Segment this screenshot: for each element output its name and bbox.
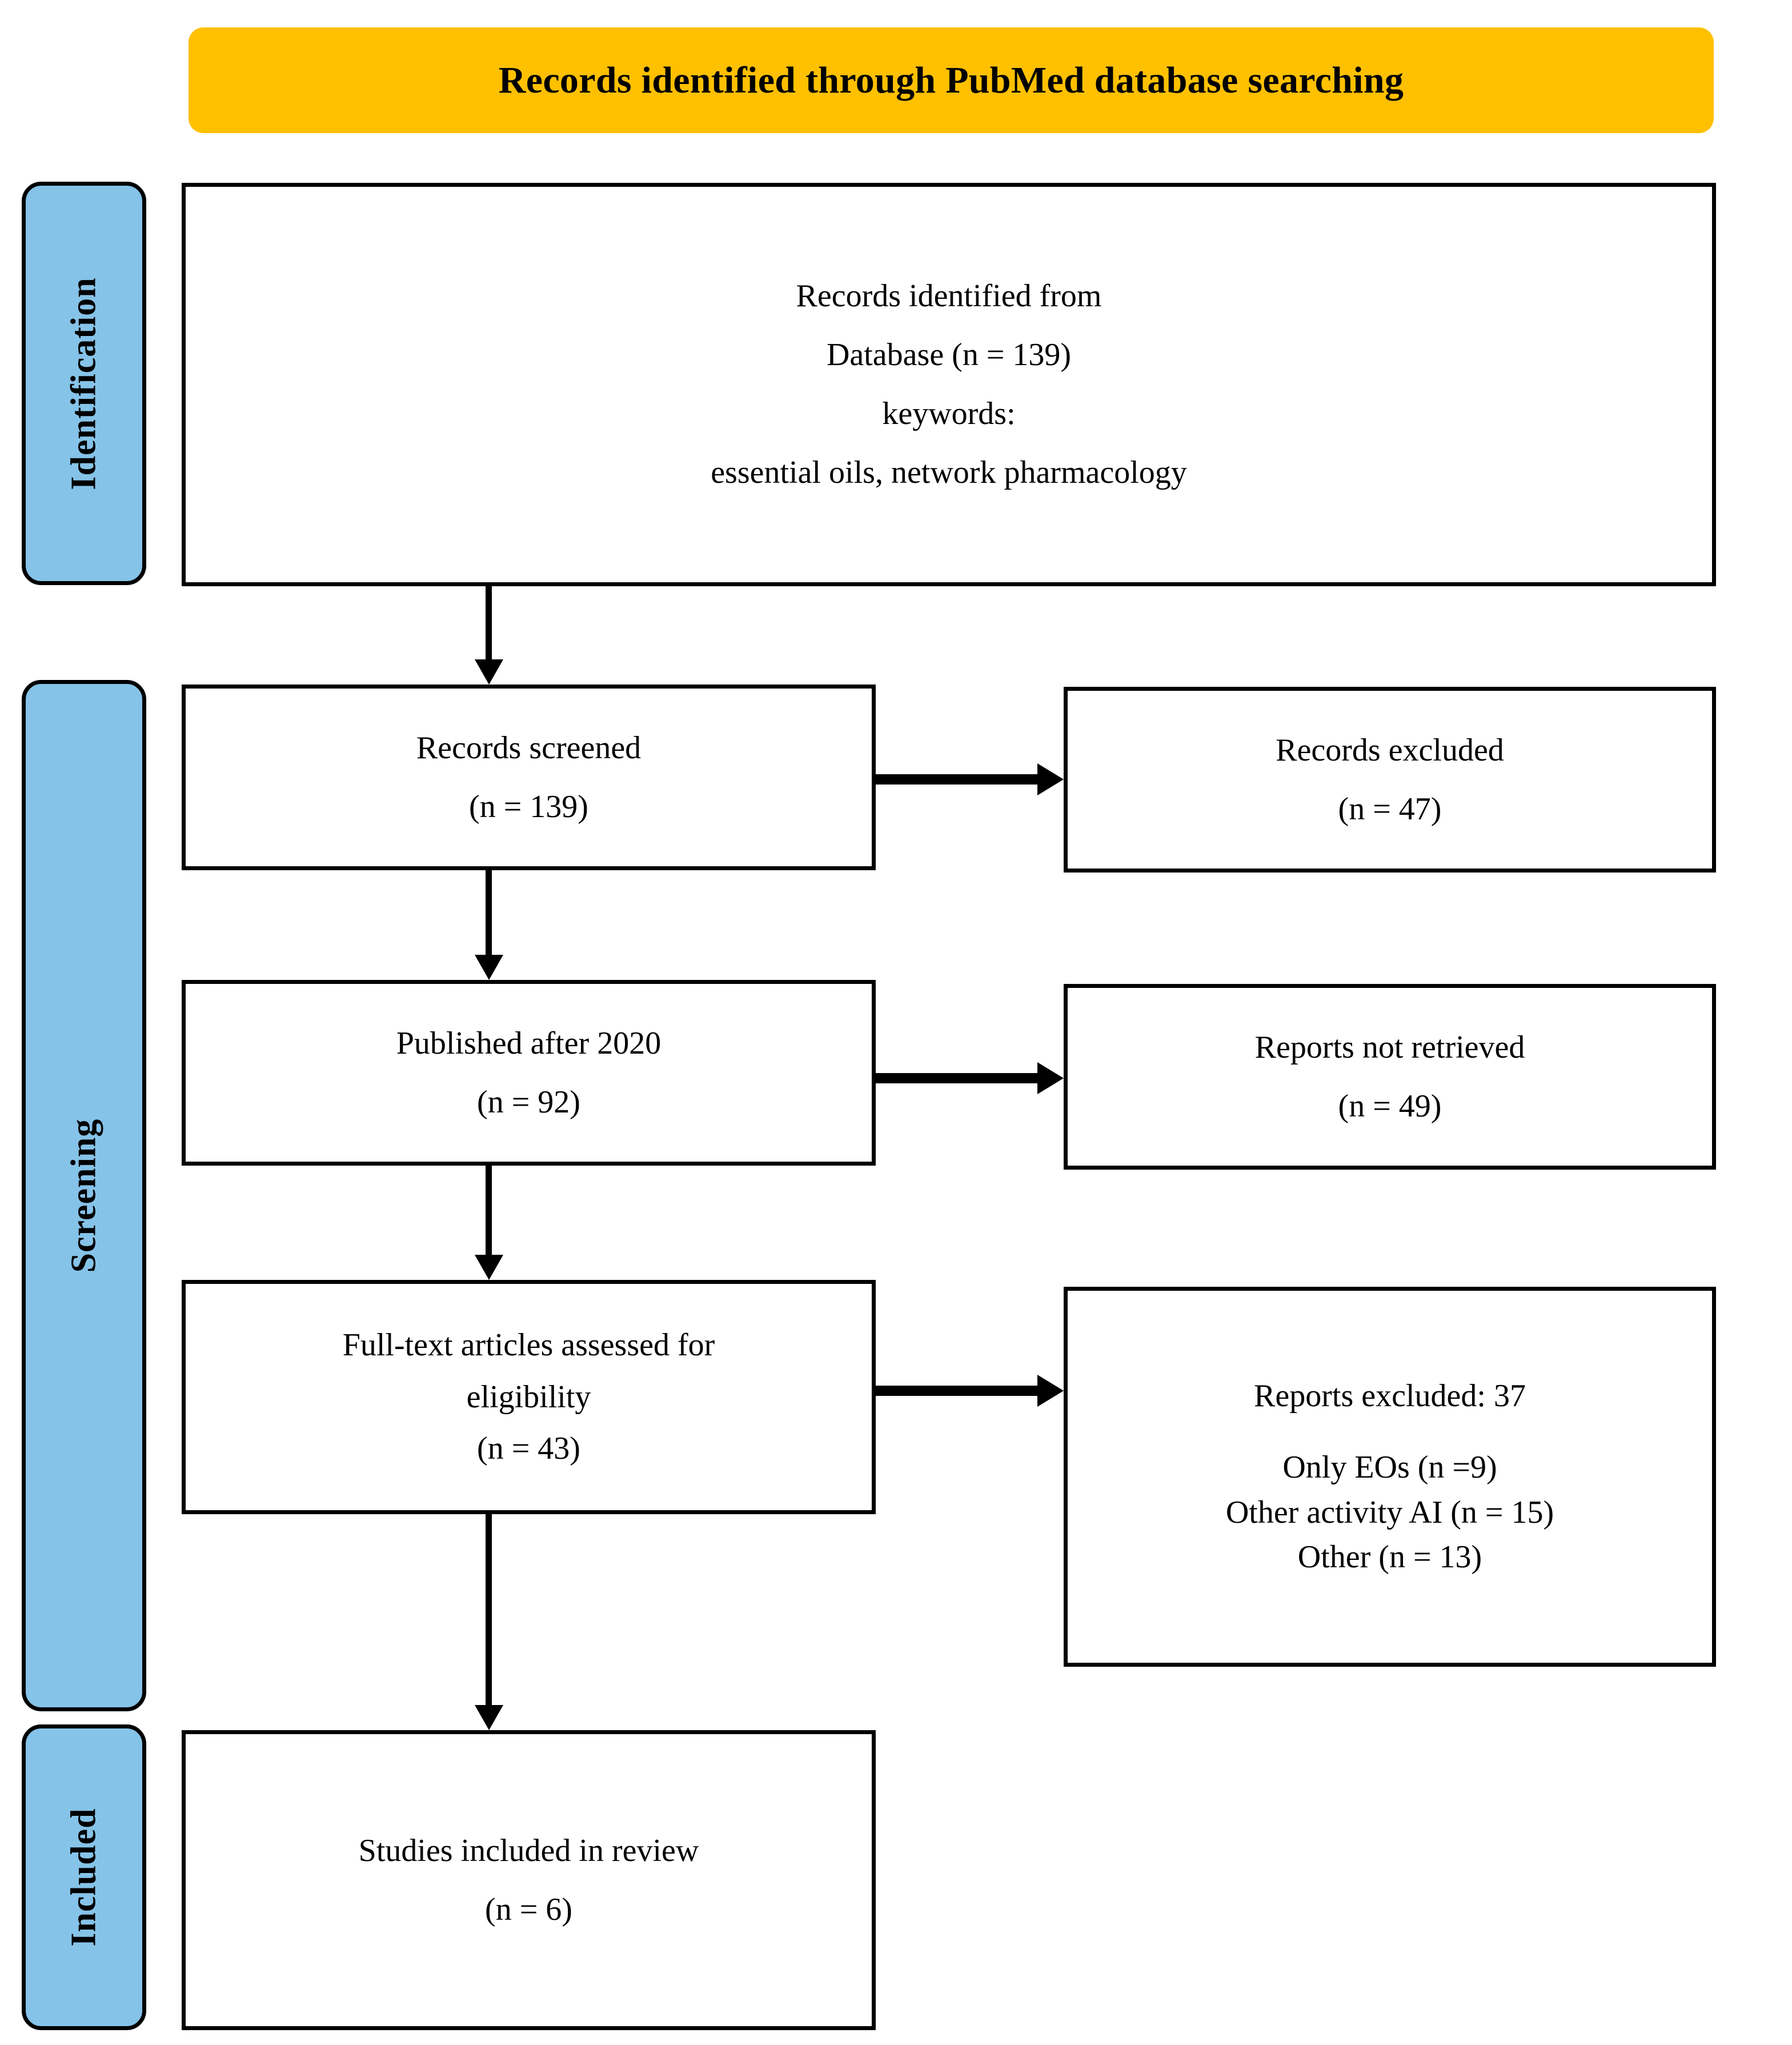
box-line: (n = 92) [477,1084,580,1120]
box-studies-included-in-review: Studies included in review (n = 6) [182,1730,876,2030]
arrow-shaft [876,774,1039,785]
arrow-head-right-icon [1037,763,1064,795]
exclusion-reason: Other (n = 13) [1297,1539,1482,1575]
box-full-text-articles-assessed: Full-text articles assessed for eligibil… [182,1280,876,1514]
arrow-head-down-icon [475,659,503,685]
arrow-head-right-icon [1037,1062,1064,1094]
page-title: Records identified through PubMed databa… [498,59,1404,101]
box-reports-not-retrieved: Reports not retrieved (n = 49) [1064,984,1716,1170]
box-records-excluded: Records excluded (n = 47) [1064,687,1716,873]
box-line: essential oils, network pharmacology [711,454,1187,490]
stage-label-included: Included [22,1724,146,2030]
exclusion-reason: Other activity AI (n = 15) [1225,1494,1554,1530]
box-records-screened: Records screened (n = 139) [182,685,876,870]
box-line: Reports not retrieved [1254,1029,1525,1065]
box-line: (n = 49) [1338,1088,1442,1124]
stage-label-text: Screening [64,1118,103,1273]
box-published-after-2020: Published after 2020 (n = 92) [182,980,876,1166]
arrow-shaft [876,1073,1039,1083]
stage-label-text: Included [64,1808,103,1947]
stage-label-identification: Identification [22,182,146,585]
box-line: keywords: [882,396,1016,431]
arrow-head-right-icon [1037,1375,1064,1407]
box-line: Full-text articles assessed for [342,1327,715,1363]
box-line: Records excluded [1276,732,1504,768]
arrow-shaft [486,1166,492,1256]
box-line: (n = 47) [1338,791,1442,827]
arrow-head-down-icon [475,1705,503,1730]
arrow-head-down-icon [475,955,503,980]
box-records-identified-from: Records identified from Database (n = 13… [182,183,1716,586]
arrow-shaft [486,870,492,956]
box-line: eligibility [466,1379,591,1415]
box-line: Studies included in review [358,1832,699,1868]
arrow-head-down-icon [475,1255,503,1280]
box-line: Records identified from [796,278,1102,314]
box-line: (n = 43) [477,1431,580,1467]
box-line: (n = 139) [469,789,588,825]
arrow-shaft [486,1514,492,1706]
arrow-shaft [486,586,492,661]
diagram-title-banner: Records identified through PubMed databa… [189,27,1714,133]
box-line: Published after 2020 [396,1025,662,1061]
arrow-shaft [876,1386,1039,1396]
box-reports-excluded: Reports excluded: 37 Only EOs (n =9) Oth… [1064,1287,1716,1667]
box-line: Database (n = 139) [826,337,1072,373]
box-line: Records screened [416,730,642,766]
stage-label-text: Identification [64,277,103,490]
exclusion-reason: Only EOs (n =9) [1282,1449,1497,1485]
box-line: (n = 6) [485,1891,572,1927]
reports-excluded-heading: Reports excluded: 37 [1254,1378,1526,1414]
stage-label-screening: Screening [22,680,146,1711]
